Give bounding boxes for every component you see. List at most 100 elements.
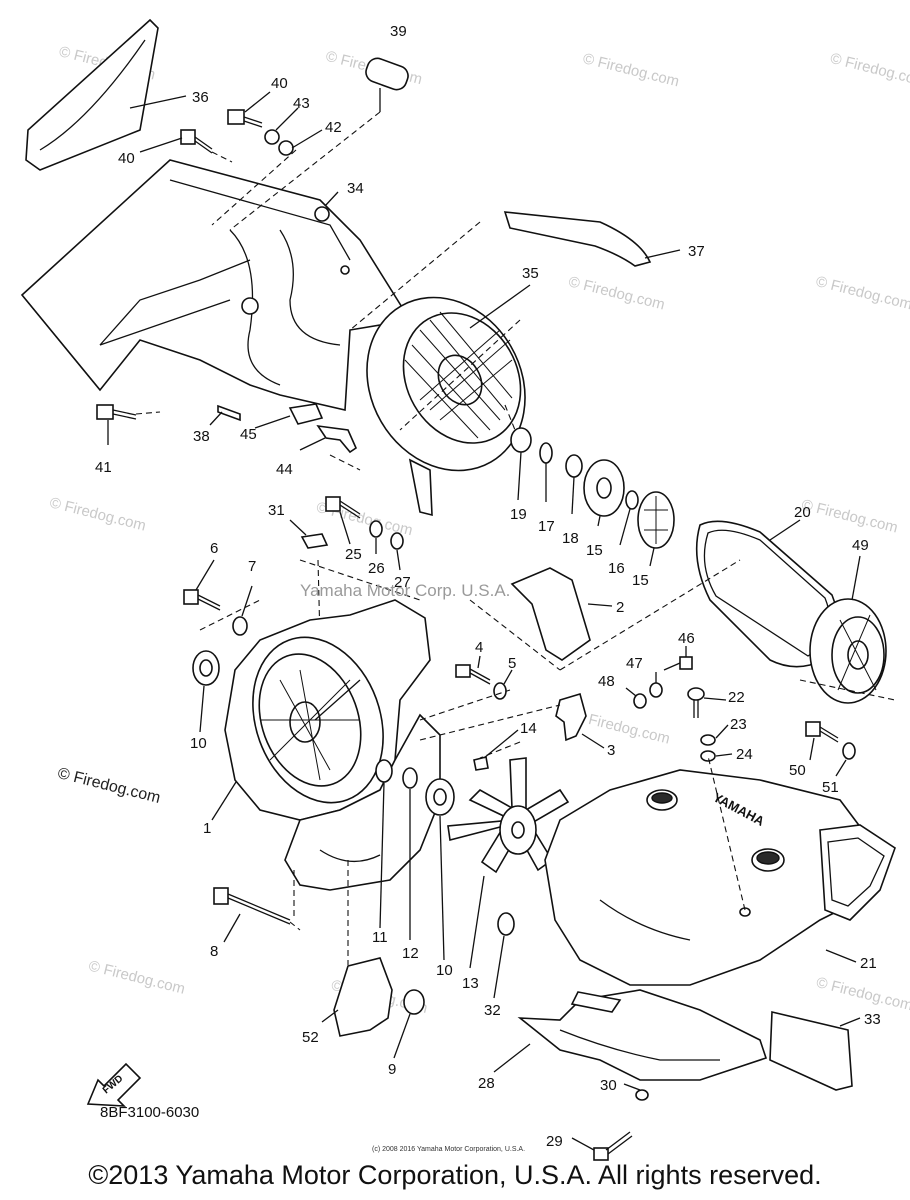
- watermark: © Firedog.com: [567, 273, 667, 313]
- callout-23: 23: [730, 716, 747, 733]
- part-40-bolt-lower: [180, 129, 213, 154]
- part-43-nut: [264, 129, 280, 145]
- callout-38: 38: [193, 428, 210, 445]
- callout-17: 17: [538, 518, 555, 535]
- callout-15: 15: [586, 542, 603, 559]
- callout-4: 4: [475, 639, 483, 656]
- part-29-bolt: [593, 1131, 633, 1161]
- part-52-plate: [333, 957, 393, 1037]
- copyright-footer: ©2013 Yamaha Motor Corporation, U.S.A. A…: [88, 1160, 822, 1190]
- part-39: [365, 57, 409, 91]
- part-49-pulley: [809, 598, 887, 704]
- callout-7: 7: [248, 558, 256, 575]
- callout-32: 32: [484, 1002, 501, 1019]
- part-47-nut: [649, 682, 663, 698]
- callout-12: 12: [402, 945, 419, 962]
- callout-6: 6: [210, 540, 218, 557]
- callout-34: 34: [347, 180, 364, 197]
- part-16-washer: [625, 490, 639, 510]
- part-30-washer: [635, 1089, 649, 1101]
- callout-11: 11: [372, 929, 388, 946]
- fwd-arrow-icon: FWD: [86, 1062, 142, 1107]
- callout-24: 24: [736, 746, 753, 763]
- part-24-washer: [700, 750, 716, 762]
- callout-10-right: 10: [436, 962, 453, 979]
- watermark: © Firedog.com: [48, 494, 148, 534]
- callout-labels: 39 40 43 42 36 40 34 37 35 41 38 45 44 1…: [95, 23, 881, 1150]
- part-45-rubber: [288, 403, 324, 425]
- watermark: © Firedog.com: [800, 496, 900, 536]
- callout-40: 40: [271, 75, 288, 92]
- callout-49: 49: [852, 537, 869, 554]
- callout-30: 30: [600, 1077, 617, 1094]
- watermark: © Firedog.com: [829, 50, 910, 90]
- part-40-bolt: [227, 109, 263, 128]
- callout-18: 18: [562, 530, 579, 547]
- part-38-clip: [217, 404, 241, 422]
- part-18-washer: [565, 454, 583, 478]
- callout-44: 44: [276, 461, 293, 478]
- callout-43: 43: [293, 95, 310, 112]
- callout-8: 8: [210, 943, 218, 960]
- callout-51: 51: [822, 779, 839, 796]
- part-36-panel: [25, 18, 159, 171]
- part-3-clamp: [555, 692, 587, 742]
- part-13-fan: [447, 757, 570, 874]
- diagram-code: 8BF3100-6030: [100, 1104, 200, 1121]
- callout-41: 41: [95, 459, 112, 476]
- part-14-key: [473, 756, 489, 771]
- part-42-washer: [278, 140, 294, 156]
- part-5-washer: [493, 682, 507, 700]
- leader-lines: [107, 91, 861, 1151]
- part-51-washer: [842, 742, 856, 760]
- part-6-bolt: [183, 589, 221, 611]
- callout-2: 2: [616, 599, 624, 616]
- watermark: © Firedog.com: [814, 273, 910, 313]
- watermark: © Firedog.com: [815, 974, 910, 1014]
- part-8-bolt: [213, 887, 291, 925]
- callout-33: 33: [864, 1011, 881, 1028]
- part-11-clip: [375, 759, 393, 783]
- callout-20: 20: [794, 504, 811, 521]
- callout-47: 47: [626, 655, 643, 672]
- part-2-cover: [510, 567, 591, 661]
- callout-35: 35: [522, 265, 539, 282]
- part-20-belt: [695, 520, 839, 668]
- part-12-washer: [402, 767, 418, 789]
- callout-1: 1: [203, 820, 211, 837]
- callout-19: 19: [510, 506, 527, 523]
- part-7-washer: [232, 616, 248, 636]
- part-48-washer: [633, 693, 647, 709]
- center-watermark: Yamaha Motor Corp. U.S.A.: [300, 581, 511, 600]
- callout-39: 39: [390, 23, 407, 40]
- callout-16: 16: [608, 560, 625, 577]
- callout-36: 36: [192, 89, 209, 106]
- part-44-bracket: [316, 424, 358, 454]
- part-21-shroud: YAMAHA: [544, 769, 896, 986]
- watermark: © Firedog.com: [87, 957, 187, 997]
- part-25-bolt: [325, 496, 361, 519]
- callout-3: 3: [607, 742, 615, 759]
- callout-48: 48: [598, 673, 615, 690]
- callout-27: 27: [394, 574, 411, 591]
- callout-15-right: 15: [632, 572, 649, 589]
- small-copyright: (c) 2008 2016 Yamaha Motor Corporation, …: [372, 1146, 526, 1153]
- watermark: © Firedog.com: [572, 707, 672, 747]
- part-28-undercover: [517, 989, 768, 1081]
- part-23-grommet: [700, 734, 716, 746]
- callout-31: 31: [268, 502, 285, 519]
- callout-26: 26: [368, 560, 385, 577]
- callout-52: 52: [302, 1029, 319, 1046]
- watermark: © Firedog.com: [581, 50, 681, 90]
- part-34-duct: [20, 159, 412, 411]
- part-35-fan-housing: [366, 296, 526, 517]
- part-32-washer: [497, 912, 515, 936]
- callout-29: 29: [546, 1133, 563, 1150]
- callout-50: 50: [789, 762, 806, 779]
- callout-37: 37: [688, 243, 705, 260]
- callout-13: 13: [462, 975, 479, 992]
- part-17-clip: [539, 442, 553, 464]
- callout-42: 42: [325, 119, 342, 136]
- part-33-pad: [769, 1010, 853, 1091]
